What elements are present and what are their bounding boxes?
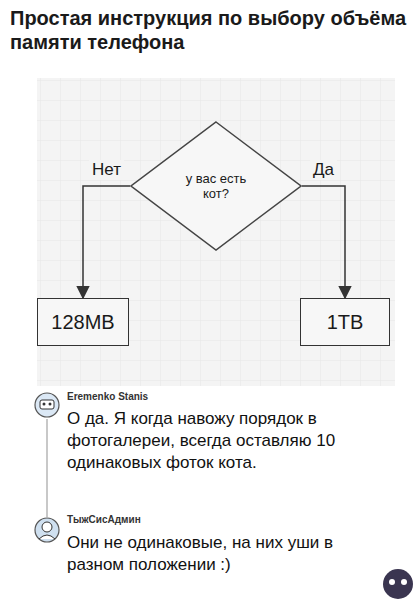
- title: Простая инструкция по выбору объёма памя…: [10, 6, 410, 54]
- edge-label: Нет: [89, 160, 124, 180]
- edge-label: Да: [310, 160, 337, 180]
- watermark-raccoon: [383, 569, 413, 599]
- thread-line: [46, 419, 48, 517]
- result-box: 128MB: [37, 298, 129, 346]
- user-name: ТыжСисАдмин: [67, 514, 397, 526]
- diagram-panel: [37, 78, 395, 386]
- user-name: Eremenko Stanis: [67, 391, 397, 403]
- decision-diamond: у вас есть кот?: [130, 121, 302, 251]
- comment-text: Они не одинаковые, на них уши в разном п…: [67, 532, 387, 576]
- avatar: [35, 393, 59, 417]
- comment-text: О да. Я когда навожу порядок в фотогалер…: [67, 408, 387, 474]
- result-box: 1TB: [300, 298, 390, 346]
- avatar: [35, 518, 59, 542]
- flow-arrow: [83, 186, 130, 298]
- node-text: 128MB: [51, 311, 114, 334]
- node-text: у вас есть кот?: [178, 171, 254, 201]
- grid-lines: [37, 78, 395, 386]
- flow-arrow: [302, 186, 345, 298]
- node-text: 1TB: [327, 311, 364, 334]
